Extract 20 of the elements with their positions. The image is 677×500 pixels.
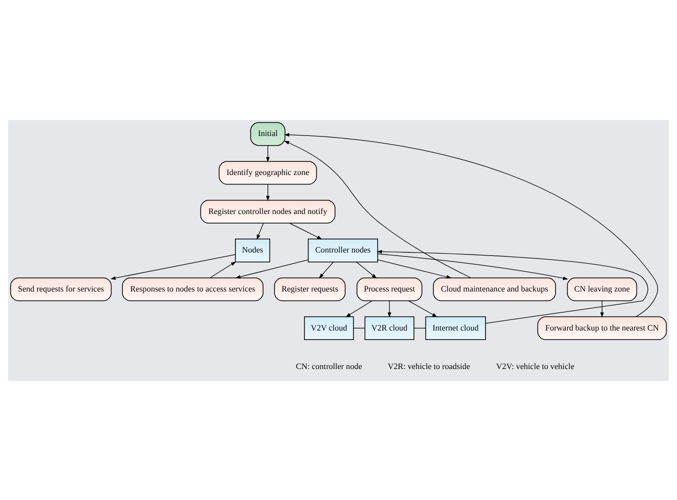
arrow xyxy=(377,258,452,278)
arrow xyxy=(376,249,648,324)
arrow xyxy=(266,184,270,201)
arrow xyxy=(346,300,372,317)
arrow xyxy=(284,132,658,316)
arrow xyxy=(377,253,568,280)
arrow xyxy=(289,222,322,239)
arrow xyxy=(284,140,472,278)
arrow xyxy=(256,222,264,240)
arrow xyxy=(266,144,270,162)
arrow xyxy=(235,259,308,278)
arrow xyxy=(356,261,377,278)
arrow xyxy=(408,300,438,317)
arrow xyxy=(110,254,236,280)
arrow xyxy=(210,261,236,278)
arrow xyxy=(600,300,604,318)
connector xyxy=(353,327,366,328)
arrow xyxy=(388,300,392,318)
connector xyxy=(414,327,426,328)
arrow xyxy=(318,261,334,278)
